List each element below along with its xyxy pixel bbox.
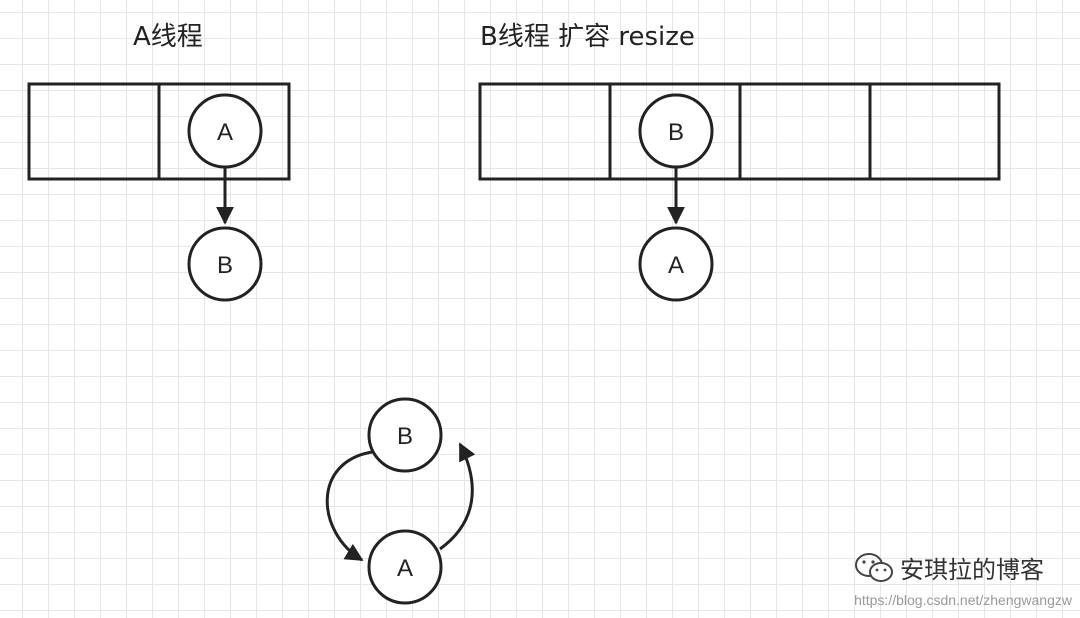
- thread-b-bucket-3: [868, 82, 1001, 181]
- watermark-text: 安琪拉的博客: [900, 556, 1044, 584]
- thread-a-node-first-label: A: [217, 119, 233, 146]
- thread-a-node-second-label: B: [217, 252, 233, 279]
- thread-a-bucket-0: [27, 82, 161, 181]
- thread-b-title: B线程 扩容 resize: [480, 22, 695, 52]
- cycle-arrow-b-to-a: [325, 450, 373, 562]
- thread-b-bucket-0: [478, 82, 612, 181]
- thread-b-node-second-label: A: [668, 252, 684, 279]
- wechat-icon: [855, 552, 893, 582]
- thread-b-node-second: A: [638, 226, 714, 302]
- cycle-node-bottom-label: A: [397, 555, 413, 582]
- watermark-url: https://blog.csdn.net/zhengwangzw: [854, 592, 1072, 608]
- thread-b-bucket-2: [738, 82, 872, 181]
- thread-b-node-first-label: B: [668, 119, 684, 146]
- cycle-node-top: B: [367, 397, 443, 473]
- thread-a-title: A线程: [133, 22, 203, 52]
- watermark: 安琪拉的博客: [854, 550, 1044, 585]
- cycle-node-bottom: A: [367, 529, 443, 605]
- cycle-arrow-a-to-b: [439, 442, 476, 551]
- thread-b-array: [478, 82, 1001, 181]
- cycle-node-top-label: B: [397, 423, 413, 450]
- thread-b-node-first: B: [638, 93, 714, 169]
- thread-a-node-first: A: [187, 93, 263, 169]
- thread-a-node-second: B: [187, 226, 263, 302]
